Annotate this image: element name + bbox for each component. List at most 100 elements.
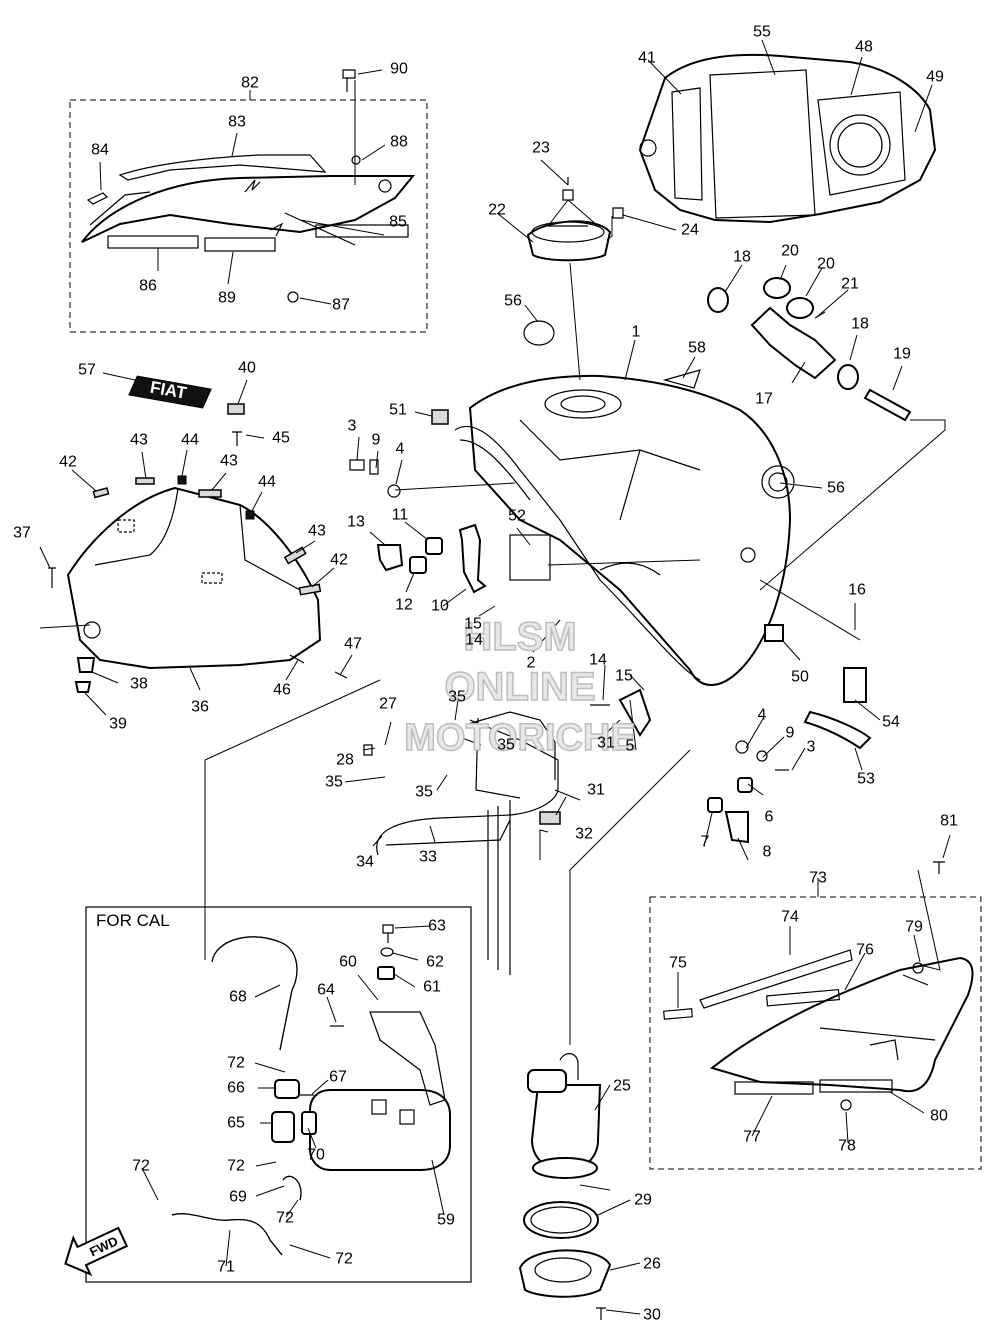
callout-53: 53 xyxy=(857,771,875,788)
watermark: HLSM ONLINE MOTORICHE xyxy=(403,614,636,760)
callout-4: 4 xyxy=(396,441,405,458)
tank-side-cover-upper-left xyxy=(81,69,416,303)
callout-15: 15 xyxy=(464,616,482,633)
callout-17: 17 xyxy=(755,391,773,408)
callout-3: 3 xyxy=(807,739,816,756)
svg-text:MOTORICHE: MOTORICHE xyxy=(404,717,636,759)
callout-9: 9 xyxy=(372,432,381,449)
callout-49: 49 xyxy=(926,69,944,86)
callout-68: 68 xyxy=(229,989,247,1006)
callout-29: 29 xyxy=(634,1192,652,1209)
callout-43: 43 xyxy=(220,453,238,470)
callout-35: 35 xyxy=(415,784,433,801)
callout-22: 22 xyxy=(488,202,506,219)
callout-3: 3 xyxy=(348,418,357,435)
callout-14: 14 xyxy=(589,652,607,669)
callout-35: 35 xyxy=(448,689,466,706)
callout-26: 26 xyxy=(643,1256,661,1273)
callout-72: 72 xyxy=(227,1158,245,1175)
callout-40: 40 xyxy=(238,360,256,377)
callout-27: 27 xyxy=(379,696,397,713)
callout-31: 31 xyxy=(597,735,615,752)
callout-90: 90 xyxy=(390,61,408,78)
callout-42: 42 xyxy=(330,552,348,569)
callout-43: 43 xyxy=(308,523,326,540)
callout-39: 39 xyxy=(109,716,127,733)
callout-88: 88 xyxy=(390,134,408,151)
cal-box-label: FOR CAL xyxy=(96,911,170,930)
callout-61: 61 xyxy=(423,979,441,996)
callout-11: 11 xyxy=(392,507,409,524)
callout-72: 72 xyxy=(335,1251,353,1268)
callout-55: 55 xyxy=(753,24,771,41)
tank-side-cover-right xyxy=(663,861,974,1111)
fuel-filter-assembly xyxy=(523,277,912,750)
callout-46: 46 xyxy=(273,682,291,699)
callout-64: 64 xyxy=(317,982,335,999)
callout-81: 81 xyxy=(940,813,958,830)
mount-brackets-center xyxy=(349,409,551,594)
callout-41: 41 xyxy=(638,50,656,67)
callout-38: 38 xyxy=(130,676,148,693)
callout-62: 62 xyxy=(426,954,444,971)
callout-35: 35 xyxy=(497,737,515,754)
callout-57: 57 xyxy=(78,362,96,379)
callout-42: 42 xyxy=(59,454,77,471)
callout-1: 1 xyxy=(632,324,641,341)
callout-72: 72 xyxy=(132,1158,150,1175)
upper-left-cover-group-box xyxy=(69,99,428,333)
callout-20: 20 xyxy=(817,256,835,273)
callout-12: 12 xyxy=(395,597,413,614)
callout-79: 79 xyxy=(905,919,923,936)
callout-60: 60 xyxy=(339,954,357,971)
callout-67: 67 xyxy=(329,1069,347,1086)
small-fasteners-right xyxy=(590,688,789,844)
callout-72: 72 xyxy=(276,1210,294,1227)
callout-37: 37 xyxy=(13,525,31,542)
svg-text:HLSM: HLSM xyxy=(463,615,576,659)
callout-16: 16 xyxy=(848,582,866,599)
fwd-direction-arrow: FWD xyxy=(64,1226,129,1277)
callout-23: 23 xyxy=(532,140,550,157)
callout-43: 43 xyxy=(130,432,148,449)
callout-82: 82 xyxy=(241,75,259,92)
callout-51: 51 xyxy=(389,402,407,419)
callout-14: 14 xyxy=(465,632,483,649)
small-fasteners-front xyxy=(48,403,348,679)
callout-34: 34 xyxy=(356,854,374,871)
evap-canister-assembly xyxy=(171,924,451,1256)
callout-4: 4 xyxy=(758,707,767,724)
callout-15: 15 xyxy=(615,668,633,685)
callout-58: 58 xyxy=(688,340,706,357)
callout-78: 78 xyxy=(838,1138,856,1155)
svg-text:ONLINE: ONLINE xyxy=(444,665,595,709)
callout-52: 52 xyxy=(508,508,526,525)
callout-21: 21 xyxy=(841,276,859,293)
callout-9: 9 xyxy=(786,725,795,742)
leader-lines xyxy=(39,39,951,1315)
callout-45: 45 xyxy=(272,430,290,447)
right-side-cover-group-box xyxy=(649,896,982,1170)
callout-87: 87 xyxy=(332,297,350,314)
callout-19: 19 xyxy=(893,346,911,363)
callout-84: 84 xyxy=(91,142,109,159)
callout-47: 47 xyxy=(344,636,362,653)
callout-71: 71 xyxy=(217,1259,235,1276)
callout-65: 65 xyxy=(227,1115,245,1132)
front-tank-cover xyxy=(66,486,322,693)
callout-32: 32 xyxy=(575,826,593,843)
callout-83: 83 xyxy=(228,114,246,131)
callout-6: 6 xyxy=(765,809,774,826)
callout-73: 73 xyxy=(809,870,827,887)
callout-28: 28 xyxy=(336,752,354,769)
callout-70: 70 xyxy=(307,1147,325,1164)
cal-group-box xyxy=(85,906,472,1283)
callout-56: 56 xyxy=(827,480,845,497)
callout-72: 72 xyxy=(227,1055,245,1072)
fiat-emblem: FIAT xyxy=(128,375,212,409)
callout-31: 31 xyxy=(587,782,605,799)
callout-44: 44 xyxy=(181,432,199,449)
callout-69: 69 xyxy=(229,1189,247,1206)
callout-56: 56 xyxy=(504,293,522,310)
callout-89: 89 xyxy=(218,290,236,307)
